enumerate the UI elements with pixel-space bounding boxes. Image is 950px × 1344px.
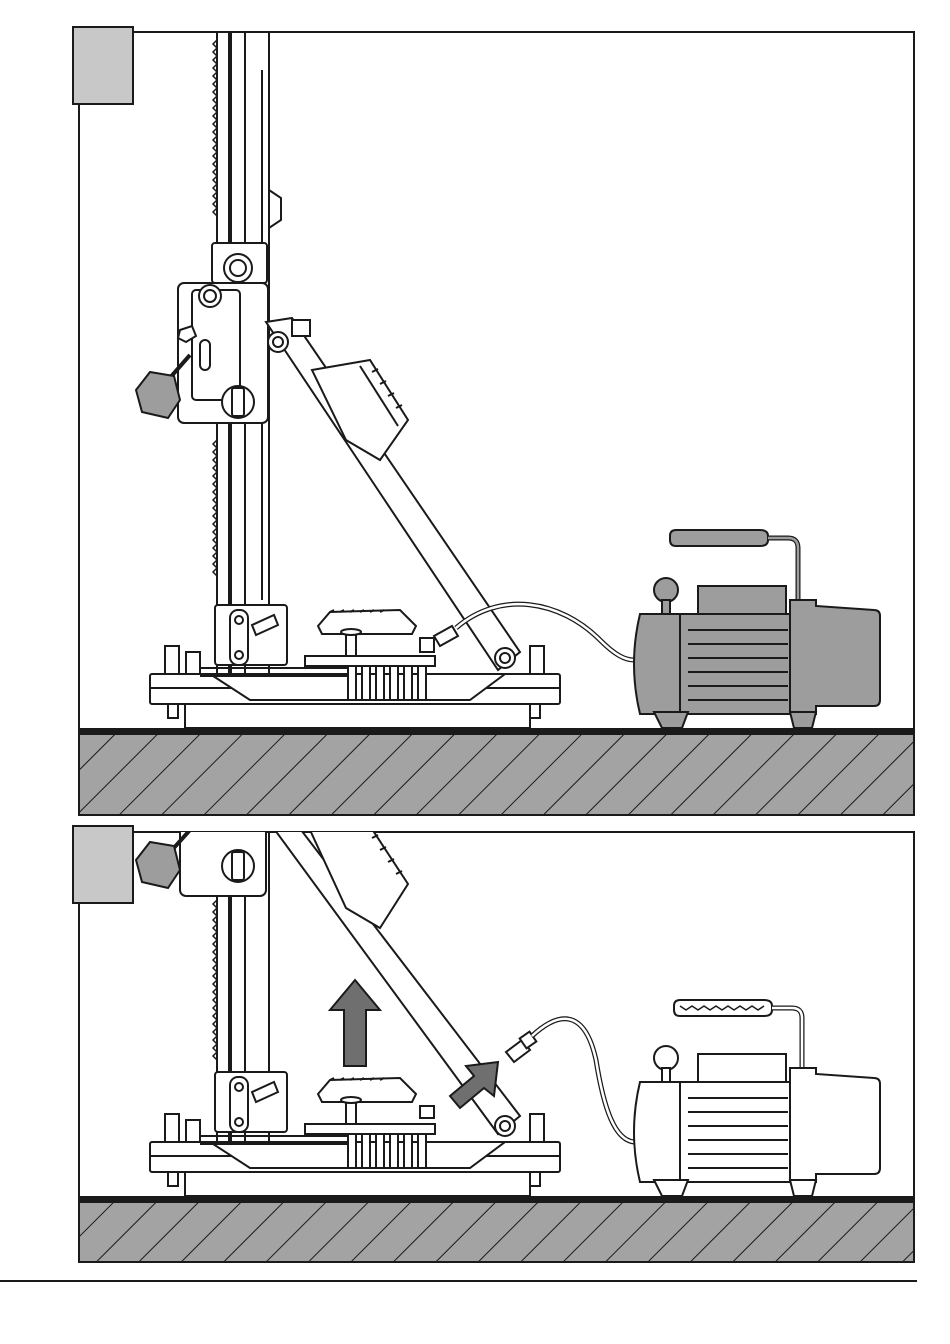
floor-hatch-2 [79, 1202, 914, 1262]
step-label-box-2 [73, 826, 133, 903]
column-latch [269, 190, 281, 228]
panel-step-1 [0, 0, 950, 820]
column-base-block [215, 605, 287, 665]
panel-step-2 [0, 820, 950, 1270]
footer-rule [0, 1280, 917, 1282]
panel-2-drawing [0, 820, 950, 1270]
panel-1-drawing [0, 0, 950, 820]
floor-hatch [79, 734, 914, 815]
step-label-box-1 [73, 27, 133, 104]
column-base-block-2 [215, 1072, 287, 1132]
